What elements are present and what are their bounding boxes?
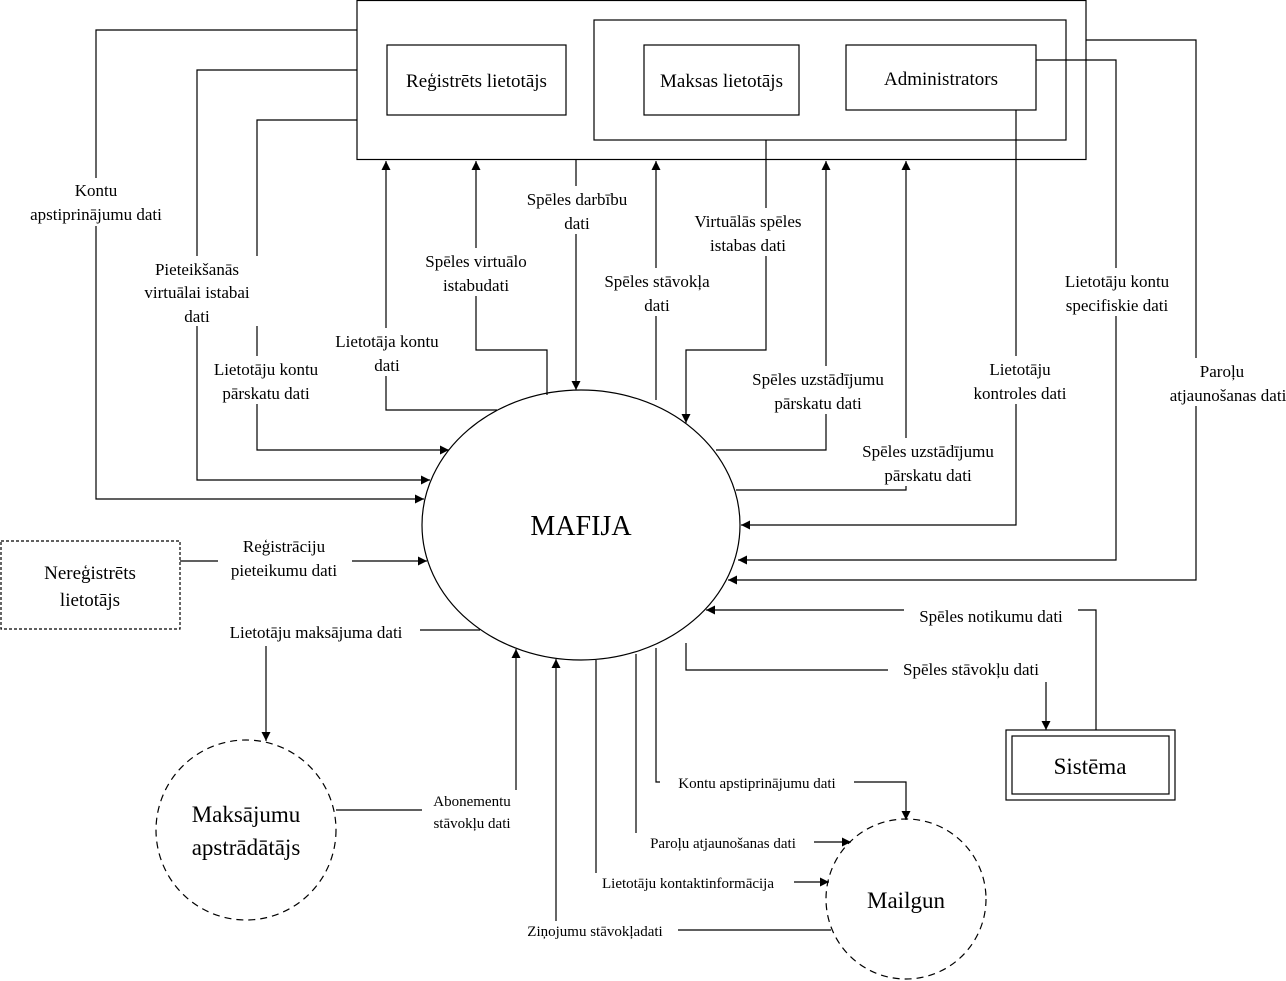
label-password-reset-2: atjaunošanas dati [1170, 386, 1286, 405]
flow-mail-password-reset-line [635, 654, 851, 847]
mailgun-entity: Mailgun [825, 818, 987, 980]
label-virtual-room-data-1: Virtuālās spēles [694, 212, 801, 231]
paying-user-entity: Maksas lietotājs [643, 44, 800, 116]
flow-password-reset-line [728, 39, 1197, 585]
label-game-state-1: Spēles stāvokļa [604, 272, 710, 291]
label-mail-message-status: Ziņojumu stāvokļadati [527, 924, 662, 940]
registered-user-entity: Reģistrēts lietotājs [386, 44, 567, 116]
label-subscription-2: stāvokļu dati [433, 816, 510, 832]
unregistered-user-label-2: lietotājs [60, 590, 120, 611]
label-user-control-2: kontroles dati [973, 384, 1066, 403]
payment-processor-label-2: apstrādātājs [192, 835, 301, 860]
label-user-account-1: Lietotāja kontu [335, 332, 439, 351]
mailgun-label: Mailgun [867, 888, 945, 913]
flow-account-confirm-line [95, 29, 424, 504]
label-account-confirm-1: Kontu [75, 181, 118, 200]
payment-processor-entity: Maksājumu apstrādātājs [155, 739, 337, 921]
mafija-process-label: MAFIJA [530, 511, 632, 542]
label-room-login-3: dati [184, 307, 210, 326]
label-accounts-overview-2: pārskatu dati [222, 384, 310, 403]
registered-user-label: Reģistrēts lietotājs [406, 71, 547, 92]
flow-subscription-line [336, 649, 521, 811]
label-virtual-room-data-2: istabas dati [710, 236, 786, 255]
system-entity: Sistēma [1005, 729, 1176, 801]
label-password-reset-1: Paroļu [1200, 362, 1245, 381]
label-accounts-overview-1: Lietotāju kontu [214, 360, 319, 379]
label-room-login-1: Pieteikšanās [155, 260, 239, 279]
label-virtual-rooms-2: istabudati [443, 276, 509, 295]
label-room-login-2: virtuālai istabai [144, 283, 250, 302]
label-registration-1: Reģistrāciju [243, 537, 326, 556]
label-game-events: Spēles notikumu dati [919, 607, 1063, 626]
unregistered-user-label-1: Nereģistrēts [44, 563, 136, 584]
flow-user-account-line [381, 161, 497, 411]
label-game-states: Spēles stāvokļu dati [903, 660, 1039, 679]
label-mail-account-confirm: Kontu apstiprinājumu dati [678, 776, 835, 792]
administrator-label: Administrators [884, 69, 998, 90]
administrator-entity: Administrators [845, 44, 1037, 111]
label-settings-overview-b-2: pārskatu dati [884, 466, 972, 485]
flow-game-events-line [706, 605, 1097, 730]
label-user-payment: Lietotāju maksājuma dati [230, 623, 403, 642]
label-virtual-rooms-1: Spēles virtuālo [425, 252, 527, 271]
label-game-actions-2: dati [564, 214, 590, 233]
flow-game-states-line [685, 643, 1051, 730]
flow-settings-overview-b-line [736, 161, 911, 491]
flow-user-control-line [741, 110, 1017, 530]
label-user-account-2: dati [374, 356, 400, 375]
label-account-confirm-2: apstiprinājumu dati [30, 205, 162, 224]
label-settings-overview-a-1: Spēles uzstādījumu [752, 370, 884, 389]
label-subscription-1: Abonementu [433, 794, 511, 810]
label-specific-account-2: specifiskie dati [1066, 296, 1169, 315]
label-game-state-2: dati [644, 296, 670, 315]
flow-user-payment-line [261, 629, 480, 741]
label-settings-overview-a-2: pārskatu dati [774, 394, 862, 413]
unregistered-user-entity: Nereģistrēts lietotājs [0, 540, 181, 630]
label-mail-contact-info: Lietotāju kontaktinformācija [602, 876, 774, 892]
label-game-actions-1: Spēles darbību [527, 190, 628, 209]
flow-labels: Kontu apstiprinājumu dati Pieteikšanās v… [14, 178, 1286, 941]
payment-processor-label-1: Maksājumu [192, 802, 301, 827]
system-label: Sistēma [1054, 754, 1127, 779]
paying-user-label: Maksas lietotājs [660, 71, 783, 92]
label-registration-2: pieteikumu dati [231, 561, 338, 580]
flow-mail-account-confirm-line [655, 648, 911, 820]
label-mail-password-reset: Paroļu atjaunošanas dati [650, 836, 796, 852]
mafija-process: MAFIJA [421, 389, 741, 661]
label-user-control-1: Lietotāju [989, 360, 1051, 379]
flow-settings-overview-a-line [716, 161, 831, 451]
label-settings-overview-b-1: Spēles uzstādījumu [862, 442, 994, 461]
label-specific-account-1: Lietotāju kontu [1065, 272, 1170, 291]
